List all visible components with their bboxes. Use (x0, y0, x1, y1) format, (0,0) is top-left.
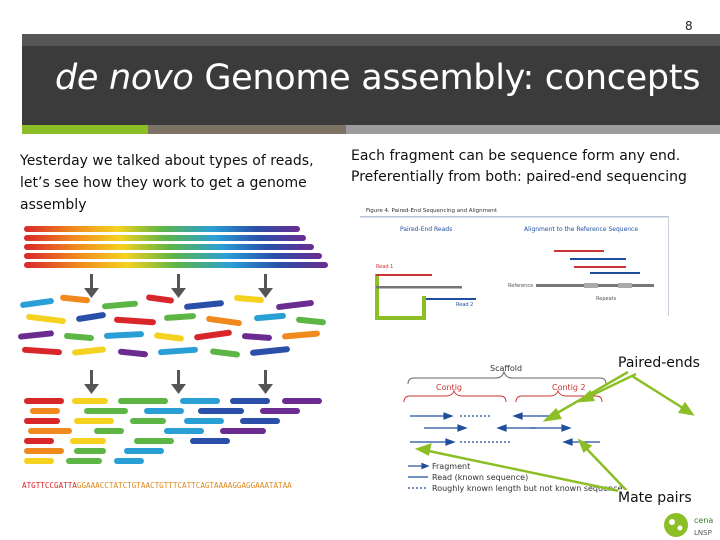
title-italic: de novo (55, 58, 194, 98)
accent-brown-segment (148, 125, 346, 134)
header-rule (22, 34, 720, 46)
down-arrows-bottom (84, 370, 273, 394)
reference-label: Reference (508, 283, 533, 289)
contig2-label: Contig 2 (552, 383, 586, 392)
logo-text-top: cena (694, 516, 713, 525)
legend-fragment: Fragment (432, 462, 470, 471)
title-rest: Genome assembly: concepts (193, 58, 701, 98)
accent-grey-segment (346, 125, 720, 134)
pe-figure-title: Figure 4. Paired-End Sequencing and Alig… (366, 208, 498, 214)
slide-number: 8 (685, 19, 693, 33)
scaffold-figure: Scaffold Contig Contig 2 Fragment Read (… (403, 364, 622, 493)
legend-unknown: Roughly known length but not known seque… (432, 484, 622, 493)
slide-title: de novo Genome assembly: concepts (55, 58, 701, 98)
scaffold-reads (410, 412, 600, 446)
cena-logo: cena LNSP (664, 513, 713, 537)
paired-end-figure: Figure 4. Paired-End Sequencing and Alig… (350, 204, 670, 320)
accent-green-segment (22, 125, 148, 134)
contig1-label: Contig (436, 383, 462, 392)
mate-pairs-label: Mate pairs (618, 490, 692, 506)
genome-copies (24, 226, 328, 268)
sequence-part-2: GGAAACCTATCTGTAACTGTTTCATTCAGTAAAAGGAGGA… (77, 481, 292, 490)
logo-text-bottom: LNSP (694, 529, 712, 537)
scaffold-legend-marks (408, 462, 430, 489)
pe-col2-header: Alignment to the Reference Sequence (524, 226, 638, 233)
read1-label: Read 1 (376, 264, 393, 270)
random-fragments (18, 294, 326, 358)
down-arrows-top (84, 274, 273, 298)
scaffold-label: Scaffold (490, 364, 522, 373)
pe-col1-header: Paired-End Reads (400, 226, 452, 233)
assembly-illustration: ATGTTCCGATTAGGAAACCTATCTGTAACTGTTTCATTCA… (18, 226, 328, 490)
legend-read: Read (known sequence) (432, 473, 528, 482)
title-bar (22, 46, 720, 125)
repeats-label: Repeats (596, 296, 617, 302)
right-paragraph: Each fragment can be sequence form any e… (351, 148, 687, 185)
sequence-part-1: ATGTTCCGATTA (22, 481, 77, 490)
paired-ends-label: Paired-ends (618, 355, 700, 371)
consensus-sequence: ATGTTCCGATTAGGAAACCTATCTGTAACTGTTTCATTCA… (22, 481, 292, 490)
left-paragraph: Yesterday we talked about types of reads… (20, 153, 314, 213)
aligned-fragments (24, 398, 322, 464)
read2-label: Read 2 (456, 302, 473, 308)
